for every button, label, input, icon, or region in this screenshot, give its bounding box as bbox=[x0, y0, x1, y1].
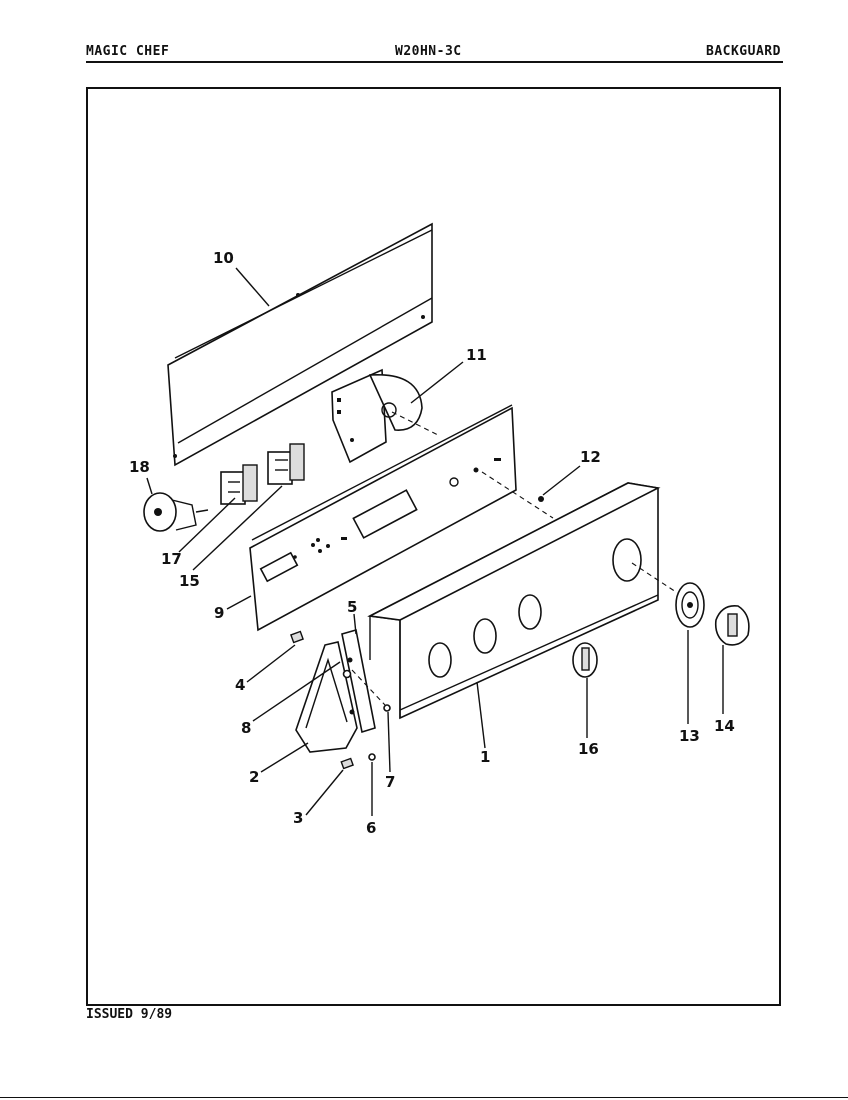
part-9-control-panel bbox=[249, 404, 517, 632]
part-1-backguard-housing bbox=[367, 482, 661, 720]
part-2-end-cap bbox=[295, 641, 358, 753]
callout-11: 11 bbox=[466, 346, 487, 364]
callout-6: 6 bbox=[366, 819, 376, 837]
callout-16: 16 bbox=[578, 740, 599, 758]
part-15-switch bbox=[267, 443, 305, 485]
callout-8: 8 bbox=[241, 719, 251, 737]
header-rule bbox=[86, 61, 783, 63]
callout-13: 13 bbox=[679, 727, 700, 745]
part-3-clip bbox=[340, 757, 354, 770]
callout-9: 9 bbox=[214, 604, 224, 622]
part-4-clip bbox=[290, 630, 304, 644]
model-number: W20HN-3C bbox=[395, 44, 462, 59]
part-7-screw bbox=[383, 704, 391, 712]
callout-10: 10 bbox=[213, 249, 234, 267]
part-16-selector-knob bbox=[572, 642, 598, 678]
callout-1: 1 bbox=[480, 748, 490, 766]
leader-lines bbox=[146, 267, 724, 816]
part-6-screw bbox=[368, 753, 376, 761]
callout-7: 7 bbox=[385, 773, 395, 791]
callout-2: 2 bbox=[249, 768, 259, 786]
part-14-timer-knob bbox=[714, 604, 750, 646]
issued-date: ISSUED 9/89 bbox=[86, 1007, 173, 1022]
callout-labels: 1 2 3 4 5 6 7 8 9 10 11 12 13 14 15 16 1… bbox=[129, 249, 735, 837]
part-11-timer bbox=[331, 368, 423, 464]
part-17-switch bbox=[220, 464, 258, 505]
part-13-knob-skirt bbox=[675, 582, 705, 628]
callout-12: 12 bbox=[580, 448, 601, 466]
callout-3: 3 bbox=[293, 809, 303, 827]
brand-title: MAGIC CHEF bbox=[86, 44, 170, 59]
part-5-end-trim bbox=[341, 628, 376, 734]
callout-14: 14 bbox=[714, 717, 735, 735]
part-8-clip bbox=[342, 669, 352, 679]
page-bottom-rule bbox=[0, 1097, 848, 1098]
part-12-screw bbox=[538, 496, 544, 502]
callout-4: 4 bbox=[235, 676, 245, 694]
diagram-frame bbox=[86, 87, 781, 1006]
alignment-lines bbox=[351, 411, 677, 706]
part-18-pressure-switch bbox=[143, 492, 209, 532]
callout-17: 17 bbox=[161, 550, 182, 568]
callout-15: 15 bbox=[179, 572, 200, 590]
callout-18: 18 bbox=[129, 458, 150, 476]
section-title: BACKGUARD bbox=[706, 44, 781, 59]
part-10-rear-cover bbox=[167, 222, 433, 467]
callout-5: 5 bbox=[347, 598, 357, 616]
